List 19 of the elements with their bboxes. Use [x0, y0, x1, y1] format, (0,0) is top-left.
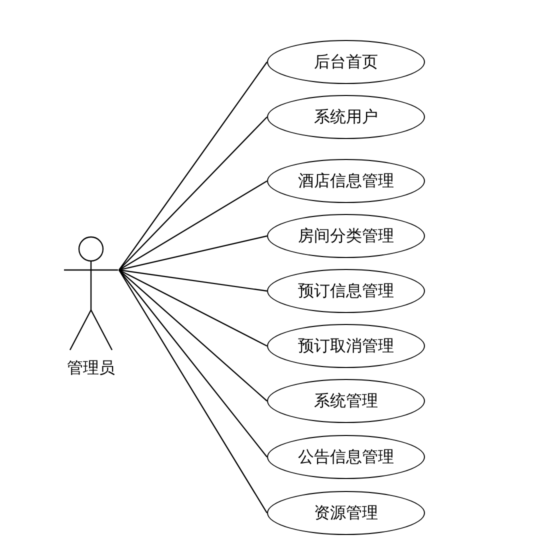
association-line: [118, 62, 268, 270]
use-case-ellipse: 系统管理: [267, 379, 425, 423]
association-line: [118, 180, 268, 271]
actor-label: 管理员: [66, 358, 116, 379]
use-case-ellipse: 房间分类管理: [267, 214, 425, 258]
use-case-ellipse: 系统用户: [267, 95, 425, 139]
association-line: [118, 235, 268, 271]
association-line: [118, 116, 268, 270]
use-case-ellipse: 预订取消管理: [267, 324, 425, 368]
use-case-ellipse: 酒店信息管理: [267, 159, 425, 203]
use-case-ellipse: 后台首页: [267, 40, 425, 84]
use-case-ellipse: 预订信息管理: [267, 269, 425, 313]
use-case-ellipse: 资源管理: [267, 491, 425, 535]
association-line: [118, 270, 268, 514]
association-line: [118, 270, 268, 402]
association-line: [118, 269, 268, 292]
use-case-ellipse: 公告信息管理: [267, 435, 425, 479]
association-line: [118, 269, 268, 347]
association-line: [118, 270, 268, 458]
